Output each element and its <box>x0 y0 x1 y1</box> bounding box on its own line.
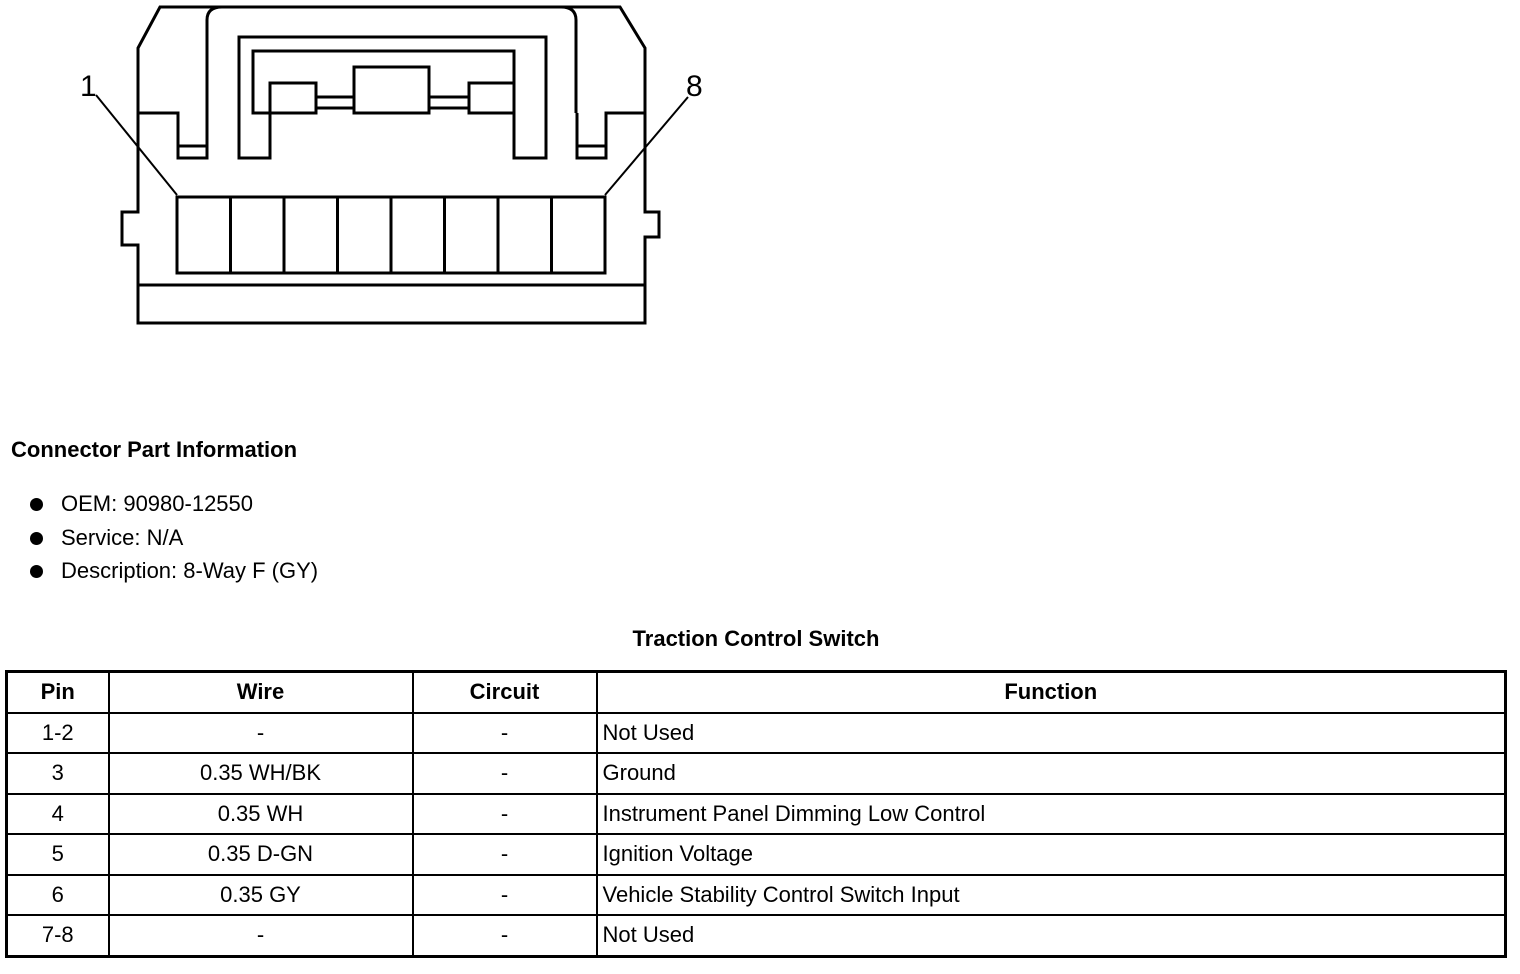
table-title: Traction Control Switch <box>632 626 880 651</box>
pinout-table: Pin Wire Circuit Function 1-2 - - Not Us… <box>5 670 1507 958</box>
circuit-cell: - <box>411 833 598 876</box>
header-function: Function <box>595 670 1507 714</box>
function-cell: Instrument Panel Dimming Low Control <box>595 792 1507 835</box>
latch-lock-center <box>352 65 431 115</box>
pin-cell: 3 <box>5 752 110 795</box>
service-part-number: Service: N/A <box>61 524 184 550</box>
wire-cell: 0.35 WH <box>107 792 414 835</box>
table-row: 6 0.35 GY - Vehicle Stability Control Sw… <box>5 873 1507 916</box>
pin-8-leader-line <box>604 96 689 196</box>
latch-lock-right <box>467 81 516 115</box>
wire-cell: 0.35 D-GN <box>107 833 414 876</box>
pin-cell: 6 <box>5 873 110 916</box>
pin-8-label: 8 <box>686 70 703 103</box>
bullet-icon <box>30 565 43 578</box>
connector-description: Description: 8-Way F (GY) <box>61 558 319 583</box>
pin-cell: 7-8 <box>5 914 110 957</box>
function-cell: Not Used <box>595 711 1507 754</box>
table-row: 5 0.35 D-GN - Ignition Voltage <box>5 833 1507 876</box>
circuit-cell: - <box>411 914 598 957</box>
function-cell: Vehicle Stability Control Switch Input <box>595 873 1507 916</box>
table-header-row: Pin Wire Circuit Function <box>5 670 1507 714</box>
wire-cell: 0.35 GY <box>107 873 414 916</box>
circuit-cell: - <box>411 752 598 795</box>
header-circuit: Circuit <box>411 670 598 714</box>
oem-part-number: OEM: 90980-12550 <box>61 491 254 516</box>
wire-cell: - <box>107 711 414 754</box>
wire-cell: - <box>107 914 414 957</box>
circuit-cell: - <box>411 711 598 754</box>
right-shoulder <box>575 111 645 160</box>
pin-cell: 4 <box>5 792 110 835</box>
connector-housing-outline <box>120 5 661 325</box>
header-wire: Wire <box>107 670 414 714</box>
table-row: 1-2 - - Not Used <box>5 711 1507 754</box>
circuit-cell: - <box>411 792 598 835</box>
latch-arch <box>205 5 578 113</box>
latch-frame <box>237 35 548 160</box>
connector-face-diagram: 1 8 <box>80 5 703 325</box>
function-cell: Ground <box>595 752 1507 795</box>
latch-lock-left <box>268 81 318 115</box>
pin-1-leader-line <box>95 94 178 196</box>
pin-1-label: 1 <box>80 70 97 103</box>
function-cell: Ignition Voltage <box>595 833 1507 876</box>
table-row: 7-8 - - Not Used <box>5 914 1507 957</box>
header-pin: Pin <box>5 670 110 714</box>
table-row: 3 0.35 WH/BK - Ground <box>5 752 1507 795</box>
left-shoulder <box>138 111 209 160</box>
bullet-icon <box>30 498 43 511</box>
table-row: 4 0.35 WH - Instrument Panel Dimming Low… <box>5 792 1507 835</box>
bullet-icon <box>30 531 43 545</box>
function-cell: Not Used <box>595 914 1507 957</box>
pin-cell: 5 <box>5 833 110 876</box>
pin-cell: 1-2 <box>5 711 110 754</box>
wire-cell: 0.35 WH/BK <box>107 752 414 795</box>
connector-part-information-heading: Connector Part Information <box>11 437 298 462</box>
circuit-cell: - <box>411 873 598 916</box>
